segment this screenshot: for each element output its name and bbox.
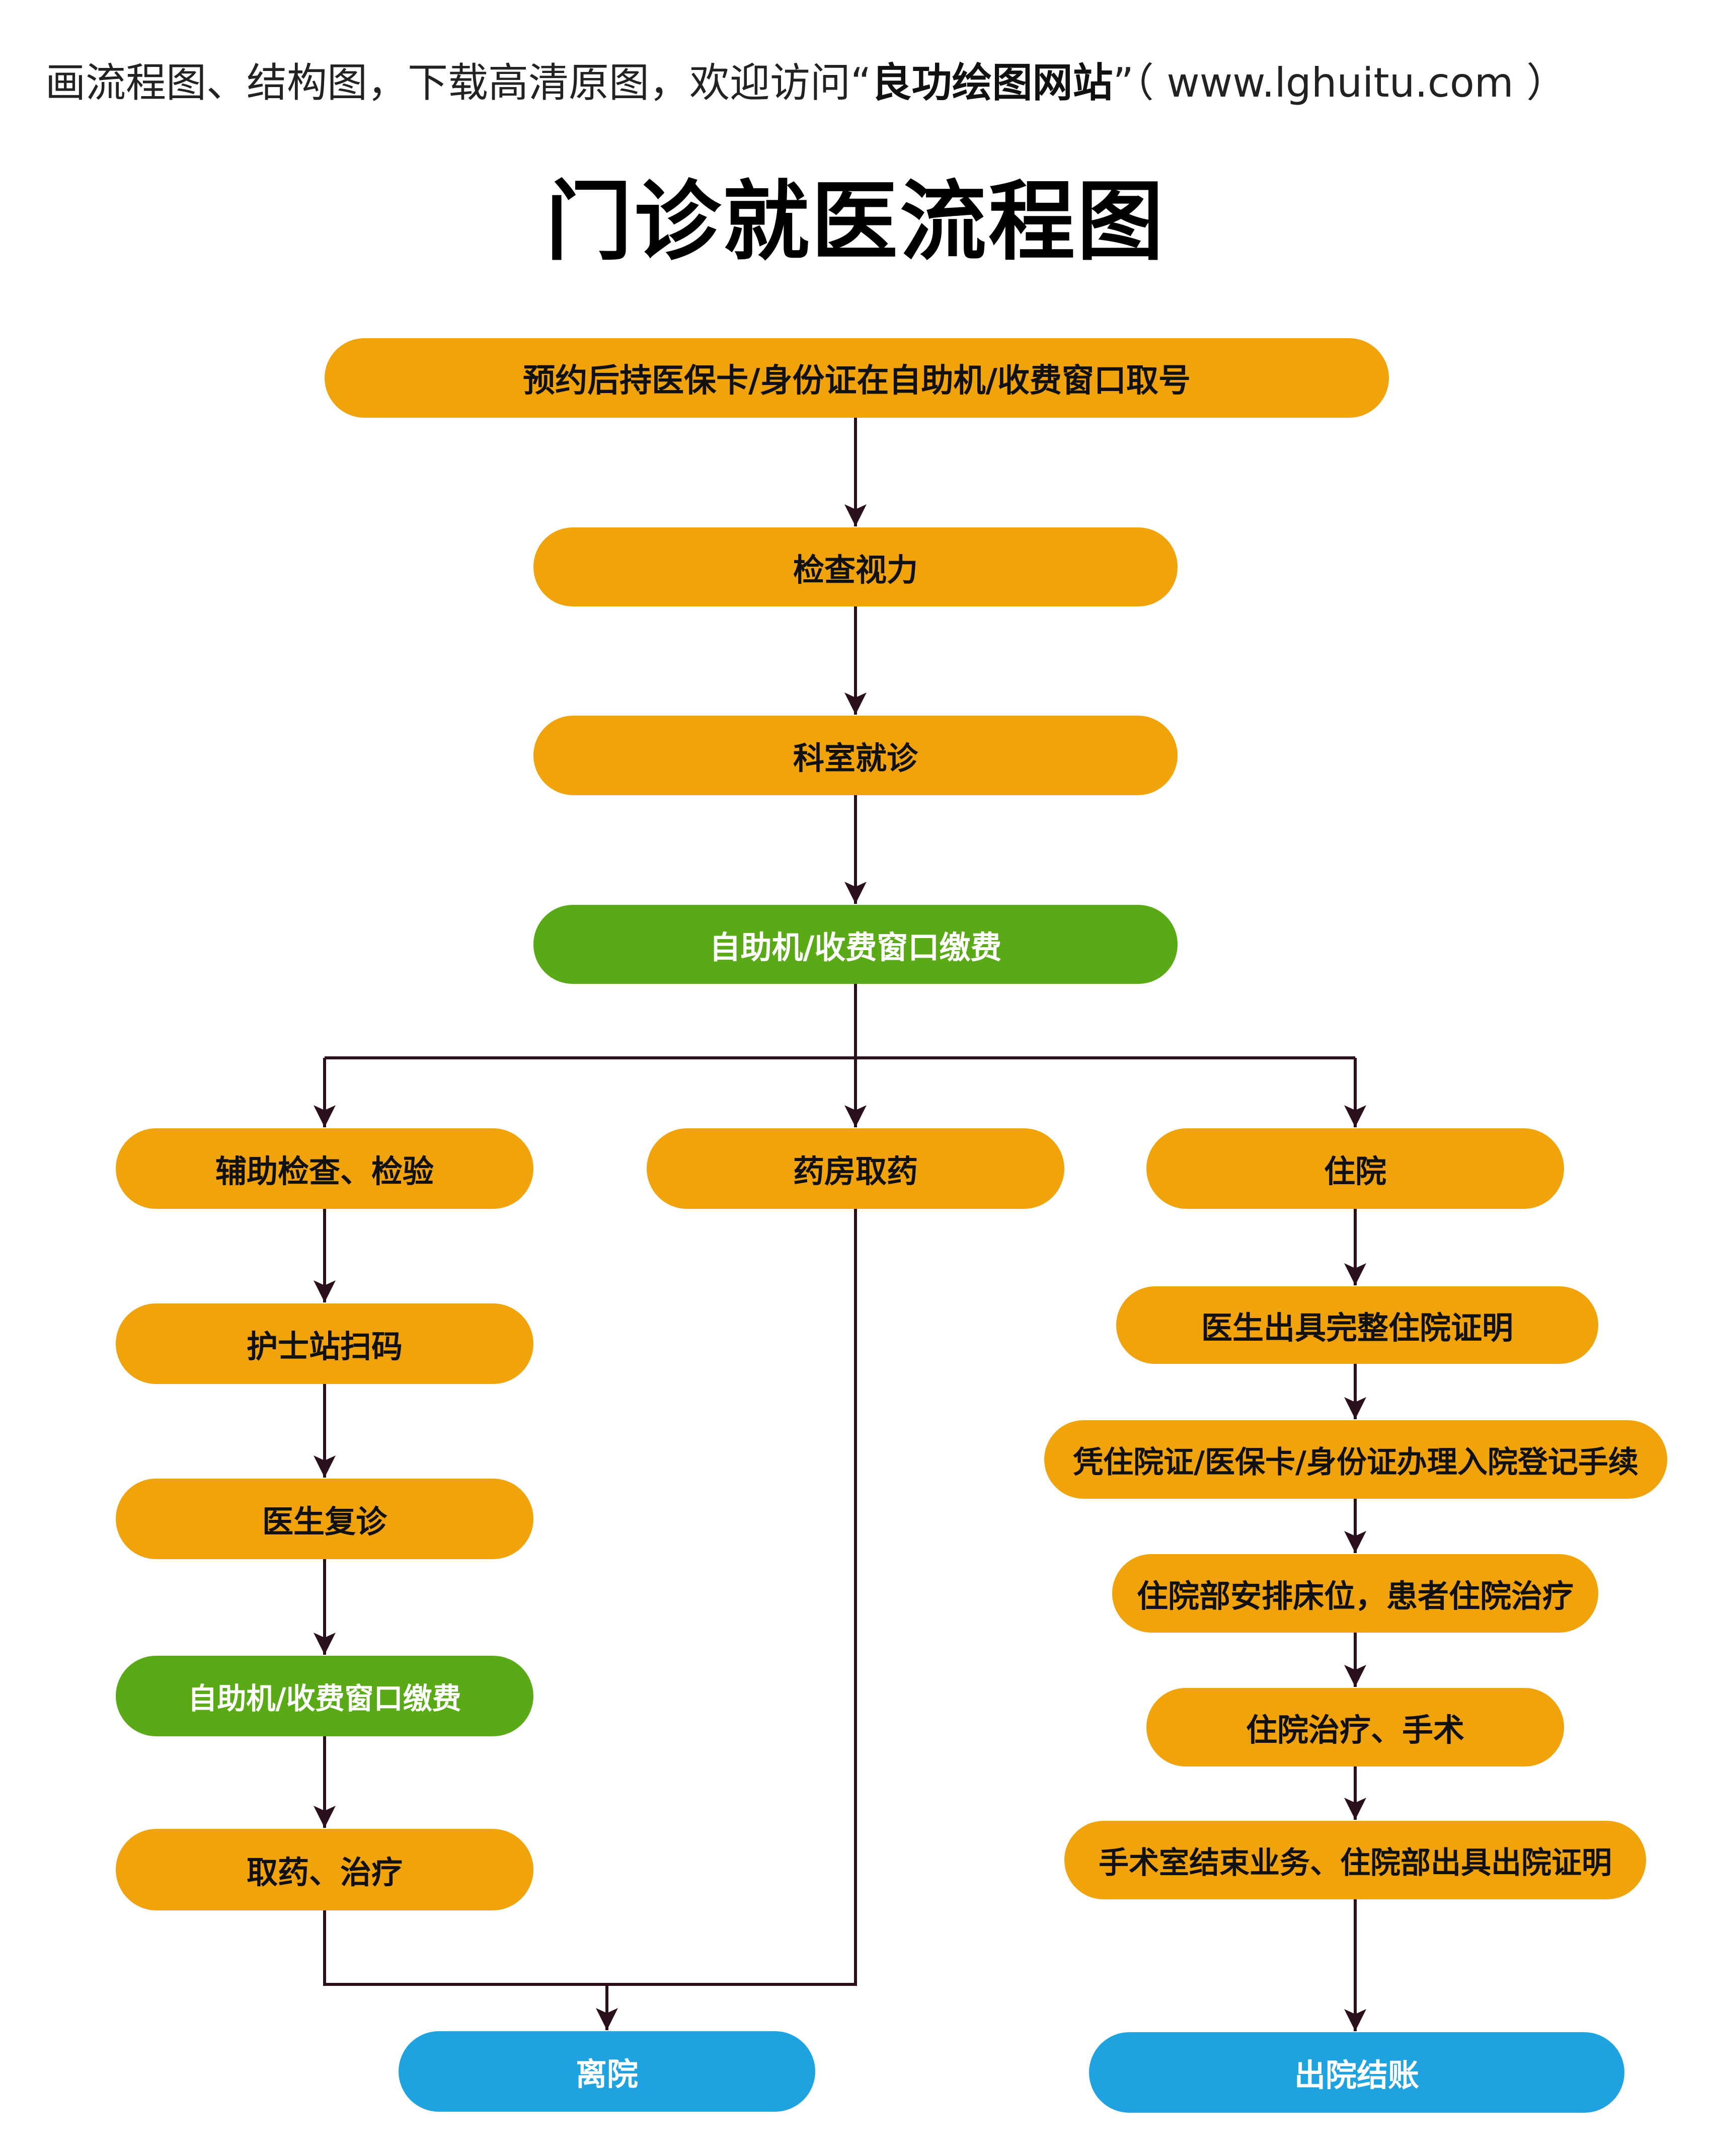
node-pay2: 自助机/收费窗口缴费	[116, 1656, 533, 1736]
connector-pharmacy-merge	[607, 1209, 857, 1986]
node-meds-treat: 取药、治疗	[116, 1829, 533, 1910]
node-exam: 辅助检查、检验	[116, 1128, 533, 1209]
node-admit: 凭住院证/医保卡/身份证办理入院登记手续	[1044, 1420, 1667, 1499]
node-nurse-scan: 护士站扫码	[116, 1303, 533, 1384]
node-pay1: 自助机/收费窗口缴费	[533, 905, 1178, 984]
node-revisit: 医生复诊	[116, 1479, 533, 1559]
node-bed: 住院部安排床位，患者住院治疗	[1112, 1554, 1598, 1633]
connector-meds-merge	[323, 1910, 607, 1986]
node-hospitalize: 住院	[1146, 1128, 1564, 1209]
node-register: 预约后持医保卡/身份证在自助机/收费窗口取号	[325, 338, 1389, 418]
page-title: 门诊就医流程图	[546, 171, 1165, 272]
node-vision: 检查视力	[533, 527, 1178, 606]
header-line: 画流程图、结构图，下载高清原图，欢迎访问“良功绘图网站”（ www.lghuit…	[45, 50, 1567, 109]
node-leave: 离院	[399, 2031, 815, 2112]
header-prefix: 画流程图、结构图，下载高清原图，欢迎访问“	[45, 59, 872, 106]
node-consult: 科室就诊	[533, 716, 1178, 795]
header-suffix: ”（ www.lghuitu.com ）	[1113, 59, 1567, 106]
node-checkout: 出院结账	[1089, 2032, 1624, 2113]
node-pharmacy: 药房取药	[647, 1128, 1064, 1209]
node-surgery: 住院治疗、手术	[1146, 1688, 1564, 1766]
header-brand: 良功绘图网站	[871, 59, 1113, 106]
node-cert: 医生出具完整住院证明	[1116, 1286, 1598, 1364]
node-discharge-cert: 手术室结束业务、住院部出具出院证明	[1064, 1821, 1646, 1899]
